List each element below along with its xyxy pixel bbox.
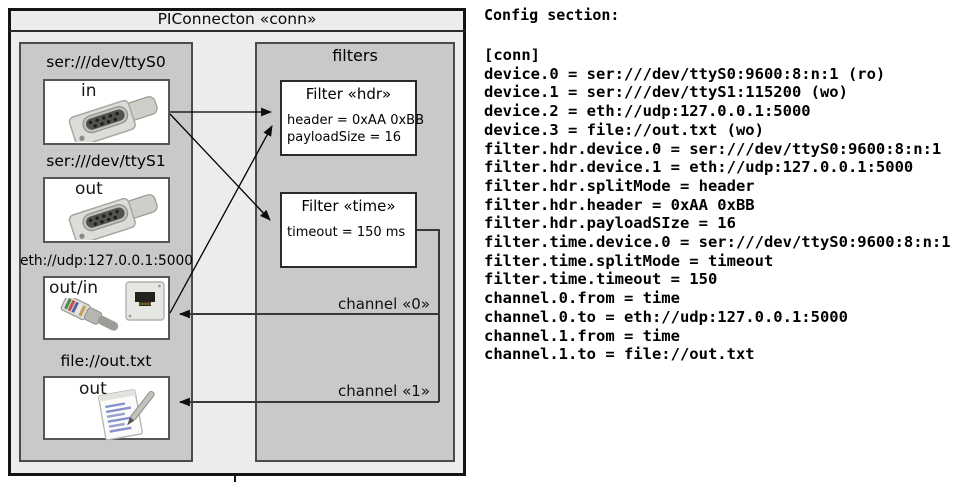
device-io-label: out (79, 379, 107, 399)
config-line: filter.hdr.payloadSIze = 16 (484, 214, 736, 233)
device-uri-eth: eth://udp:127.0.0.1:5000 (20, 253, 194, 269)
config-line: filter.time.timeout = 150 (484, 270, 718, 289)
device-io-label: out (75, 179, 103, 199)
device-box-ttys1: out (43, 177, 170, 243)
filter-time-properties: timeout = 150 ms (287, 224, 405, 241)
config-line: device.0 = ser:///dev/ttyS0:9600:8:n:1 (… (484, 64, 886, 83)
diagram-title: PIConnecton «conn» (157, 10, 317, 28)
filters-panel-title: filters (332, 46, 378, 65)
config-lines: [conn]device.0 = ser:///dev/ttyS0:9600:8… (484, 46, 962, 364)
device-box-ttys0: in (43, 79, 170, 145)
ethernet-jack-icon (125, 281, 165, 321)
filter-hdr-properties: header = 0xAA 0xBB payloadSize = 16 (287, 112, 424, 146)
serial-connector-icon (68, 96, 158, 142)
config-line: channel.1.to = file://out.txt (484, 345, 755, 364)
device-io-label: out/in (49, 278, 99, 298)
config-line: filter.hdr.device.0 = ser:///dev/ttyS0:9… (484, 139, 942, 158)
ethernet-cable-icon (60, 298, 119, 331)
connector-diagram: PIConnecton «conn» filters ser:///dev/tt… (0, 0, 480, 484)
config-heading: Config section: (484, 6, 620, 24)
config-line: device.3 = file://out.txt (wo) (484, 120, 764, 139)
filter-hdr-title: Filter «hdr» (305, 85, 392, 103)
filter-property: header = 0xAA 0xBB (287, 113, 425, 128)
config-line: filter.hdr.splitMode = header (484, 176, 755, 195)
config-line: filter.time.splitMode = timeout (484, 251, 774, 270)
device-uri-file: file://out.txt (60, 352, 152, 370)
config-line: device.2 = eth://udp:127.0.0.1:5000 (484, 102, 811, 121)
serial-connector-icon (68, 194, 158, 240)
config-section: Config section: [conn]device.0 = ser:///… (484, 6, 962, 364)
config-line: filter.hdr.header = 0xAA 0xBB (484, 195, 755, 214)
device-box-file: out (43, 376, 170, 441)
config-line: channel.0.to = eth://udp:127.0.0.1:5000 (484, 307, 848, 326)
device-uri-ttys1: ser:///dev/ttyS1 (46, 152, 166, 170)
notepad-pen-icon (97, 389, 155, 441)
device-io-label: in (81, 81, 97, 101)
filter-property: payloadSize = 16 (287, 130, 402, 145)
channel-1-label: channel «1» (337, 382, 430, 400)
filter-time-box: Filter «time» timeout = 150 ms (280, 192, 417, 268)
config-line: channel.0.from = time (484, 289, 680, 308)
config-line: [conn] (484, 46, 540, 64)
device-box-eth: out/in (43, 276, 170, 340)
device-uri-ttys0: ser:///dev/ttyS0 (46, 53, 166, 71)
config-line: device.1 = ser:///dev/ttyS1:115200 (wo) (484, 83, 848, 102)
filter-property: timeout = 150 ms (287, 225, 406, 240)
channel-0-label: channel «0» (337, 295, 430, 313)
config-line: filter.time.device.0 = ser:///dev/ttyS0:… (484, 233, 951, 252)
filter-time-title: Filter «time» (301, 197, 396, 215)
config-line: channel.1.from = time (484, 326, 680, 345)
config-line: filter.hdr.device.1 = eth://udp:127.0.0.… (484, 158, 914, 177)
title-separator (9, 30, 465, 32)
filter-hdr-box: Filter «hdr» header = 0xAA 0xBB payloadS… (280, 80, 424, 156)
